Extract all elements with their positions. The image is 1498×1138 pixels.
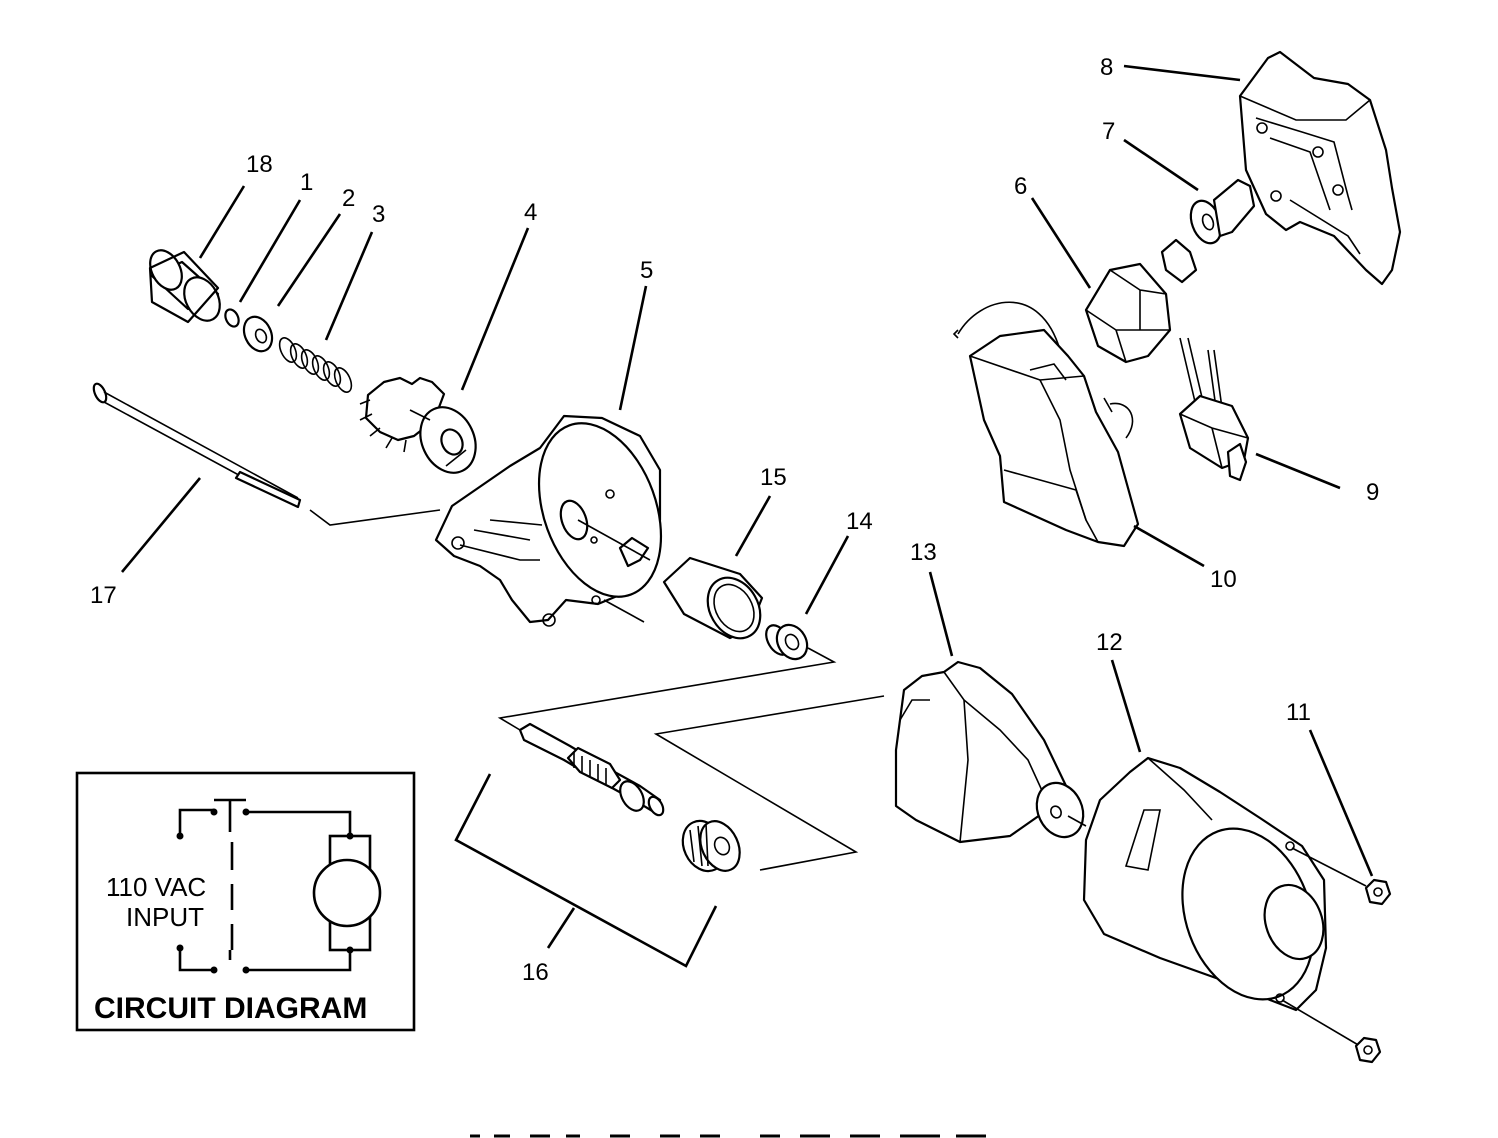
- label-part-10: 10: [1210, 566, 1237, 593]
- part-14-bushing: [765, 623, 809, 661]
- part-12-motor: [1082, 756, 1328, 1012]
- part-6-switch: [1084, 262, 1172, 364]
- circuit-wire-top-right: [246, 810, 352, 836]
- label-part-6: 6: [1014, 173, 1027, 200]
- leader-13: [928, 571, 954, 657]
- leader-11: [1308, 729, 1374, 877]
- motor-symbol: [312, 858, 382, 928]
- part-18-bushing: [148, 249, 221, 324]
- label-part-17: 17: [90, 582, 117, 609]
- circuit-diagram: 110 VAC INPUT CIRCUIT DIAGRAM: [75, 771, 416, 1032]
- label-part-14: 14: [846, 508, 873, 535]
- leader-2: [276, 213, 342, 307]
- part-numbers: 8 7 6 9 10 11 12 13 14 15 16 17 18 1 2 3…: [90, 54, 1379, 986]
- axis-line-13: [653, 695, 885, 871]
- leader-10: [1133, 524, 1205, 568]
- label-part-8: 8: [1100, 54, 1113, 81]
- label-part-16: 16: [522, 959, 549, 986]
- circuit-node-3: [210, 966, 218, 974]
- label-part-13: 13: [910, 539, 937, 566]
- part-16-shaft: [518, 722, 741, 873]
- part-8-cover: [1238, 50, 1402, 286]
- part-10-switch-housing: [952, 301, 1140, 548]
- part-3-spring: [278, 337, 353, 393]
- circuit-diagram-title: CIRCUIT DIAGRAM: [94, 992, 367, 1025]
- circuit-terminal-bottom: [176, 944, 184, 952]
- circuit-terminal-top: [176, 832, 184, 840]
- leader-9: [1255, 452, 1341, 490]
- leader-4: [460, 227, 530, 391]
- axis-line-14: [497, 647, 837, 731]
- leader-5: [618, 285, 648, 411]
- leader-7: [1123, 138, 1199, 192]
- leader-12: [1110, 659, 1142, 753]
- label-part-15: 15: [760, 464, 787, 491]
- leader-6: [1030, 197, 1092, 289]
- circuit-input-line2: INPUT: [126, 902, 204, 932]
- label-part-9: 9: [1366, 479, 1379, 506]
- label-part-2: 2: [342, 185, 355, 212]
- circuit-input-line1: 110 VAC: [106, 872, 206, 902]
- bracket-16: [454, 773, 718, 968]
- label-part-11: 11: [1286, 699, 1311, 726]
- axis-line-11a: [1291, 847, 1367, 887]
- circuit-node-6: [346, 946, 354, 954]
- part-1-snap-ring: [224, 308, 240, 328]
- leader-8: [1123, 64, 1241, 82]
- leader-1: [238, 199, 302, 303]
- part-5-housing: [434, 414, 663, 627]
- leader-16: [546, 907, 576, 949]
- leaders: [120, 64, 1374, 949]
- circuit-node-2: [242, 808, 250, 816]
- part-13-end-cap: [894, 660, 1085, 844]
- part-9-plug: [1178, 337, 1250, 482]
- circuit-node-4: [242, 966, 250, 974]
- circuit-wire-bottom-left: [178, 948, 214, 972]
- part-17-through-bolt: [92, 382, 302, 509]
- leader-14: [804, 535, 850, 615]
- leader-17: [120, 477, 202, 573]
- axis-line-5b: [603, 599, 645, 623]
- part-4-pinion: [359, 376, 477, 474]
- circuit-node-1: [210, 808, 218, 816]
- part-7-grommet: [1160, 178, 1256, 284]
- leader-17-axis: [309, 509, 441, 526]
- label-part-1: 1: [300, 169, 313, 196]
- label-part-7: 7: [1102, 118, 1115, 145]
- part-15-sleeve: [662, 556, 764, 640]
- label-part-18: 18: [246, 151, 273, 178]
- axis-line-13b: [1067, 815, 1087, 827]
- label-part-5: 5: [640, 257, 653, 284]
- part-11-nuts: [1354, 878, 1392, 1064]
- circuit-node-5: [346, 832, 354, 840]
- leader-15: [734, 495, 772, 557]
- axis-line-11b: [1281, 999, 1361, 1047]
- leader-18: [198, 185, 246, 259]
- circuit-wire-bottom-right: [246, 950, 352, 972]
- part-2-washer: [242, 315, 274, 353]
- label-part-3: 3: [372, 201, 385, 228]
- circuit-wire-top-left: [178, 808, 214, 834]
- axis-line-5: [577, 519, 651, 561]
- label-part-4: 4: [524, 199, 537, 226]
- label-part-12: 12: [1096, 629, 1123, 656]
- leader-3: [324, 231, 374, 341]
